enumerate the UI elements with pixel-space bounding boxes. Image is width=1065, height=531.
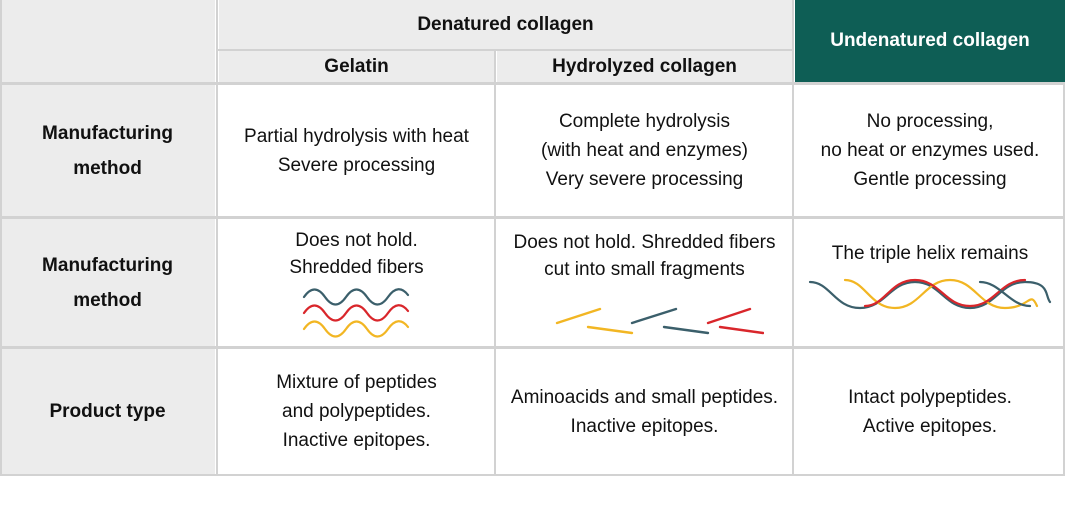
- cell-text-line: no heat or enzymes used.: [820, 140, 1040, 161]
- cell-text-line: Intact polypeptides.: [848, 386, 1012, 408]
- cell-text-line: Complete hydrolysis: [558, 111, 731, 132]
- hydrolyzed-column-title: Hydrolyzed collagen: [552, 55, 737, 77]
- cell-text-line: Very severe processing: [545, 169, 744, 190]
- cell-hydrolyzed-processing: Complete hydrolysis (with heat and enzym…: [497, 85, 792, 216]
- cell-text-line: and polypeptides.: [282, 401, 431, 422]
- cell-gelatin-structure: Does not hold. Shredded fibers: [219, 219, 494, 346]
- cell-text-line: (with heat and enzymes): [541, 140, 748, 161]
- cell-hydrolyzed-product: Aminoacids and small peptides. Inactive …: [497, 349, 792, 474]
- grid-divider: [0, 82, 1065, 85]
- grid-divider: [216, 0, 218, 475]
- cell-undenatured-processing: No processing, no heat or enzymes used. …: [795, 85, 1065, 216]
- cell-gelatin-product: Mixture of peptides and polypeptides. In…: [219, 349, 494, 474]
- grid-divider: [792, 0, 794, 475]
- cell-text-line: Active epitopes.: [862, 415, 998, 437]
- cell-undenatured-structure: The triple helix remains: [795, 219, 1065, 346]
- gelatin-column-header: Gelatin: [219, 51, 494, 82]
- hydrolyzed-column-header: Hydrolyzed collagen: [497, 51, 792, 82]
- row-label-manufacturing-2: Manufacturing method: [0, 219, 215, 346]
- triple-helix-icon: [808, 278, 1052, 310]
- row-label-product-type: Product type: [0, 349, 215, 474]
- grid-divider: [0, 216, 1065, 219]
- undenatured-column-title: Undenatured collagen: [830, 30, 1030, 51]
- cell-text-line: Severe processing: [277, 154, 436, 176]
- row-label-line: method: [73, 289, 142, 311]
- cell-hydrolyzed-structure: Does not hold. Shredded fibers cut into …: [497, 219, 792, 346]
- cell-text-line: No processing,: [866, 111, 994, 132]
- cell-text-line: Gentle processing: [853, 169, 1007, 190]
- row-label-line: Manufacturing: [42, 254, 173, 276]
- denatured-group-title: Denatured collagen: [417, 13, 594, 35]
- cell-text-line: Does not hold.: [295, 230, 418, 251]
- gelatin-column-title: Gelatin: [324, 55, 389, 77]
- grid-divider: [0, 0, 2, 475]
- row-label-line: Manufacturing: [42, 122, 173, 144]
- grid-divider: [218, 49, 792, 51]
- row-label-line: method: [73, 157, 142, 179]
- grid-divider: [1063, 82, 1065, 475]
- row-label-manufacturing-1: Manufacturing method: [0, 85, 215, 216]
- cell-text-line: Inactive epitopes.: [570, 415, 719, 437]
- grid-divider: [0, 346, 1065, 349]
- cell-text-line: Does not hold. Shredded fibers: [513, 232, 776, 253]
- cell-text-line: The triple helix remains: [831, 243, 1029, 264]
- row-label-line: Product type: [49, 401, 166, 422]
- cell-text-line: Aminoacids and small peptides.: [510, 386, 779, 408]
- cell-text-line: cut into small fragments: [544, 259, 745, 280]
- cell-text-line: Shredded fibers: [289, 257, 424, 278]
- cell-text-line: Mixture of peptides: [276, 372, 437, 393]
- denatured-group-header: Denatured collagen: [219, 0, 792, 49]
- undenatured-column-header: Undenatured collagen: [795, 0, 1065, 82]
- grid-divider: [0, 474, 1065, 476]
- fragment-pieces-icon: [556, 307, 765, 335]
- corner-cell: [0, 0, 215, 82]
- grid-divider: [494, 49, 496, 475]
- cell-text-line: Partial hydrolysis with heat: [244, 125, 469, 147]
- cell-undenatured-product: Intact polypeptides. Active epitopes.: [795, 349, 1065, 474]
- cell-gelatin-processing: Partial hydrolysis with heat Severe proc…: [219, 85, 494, 216]
- shredded-waves-icon: [302, 288, 409, 338]
- cell-text-line: Inactive epitopes.: [282, 430, 431, 451]
